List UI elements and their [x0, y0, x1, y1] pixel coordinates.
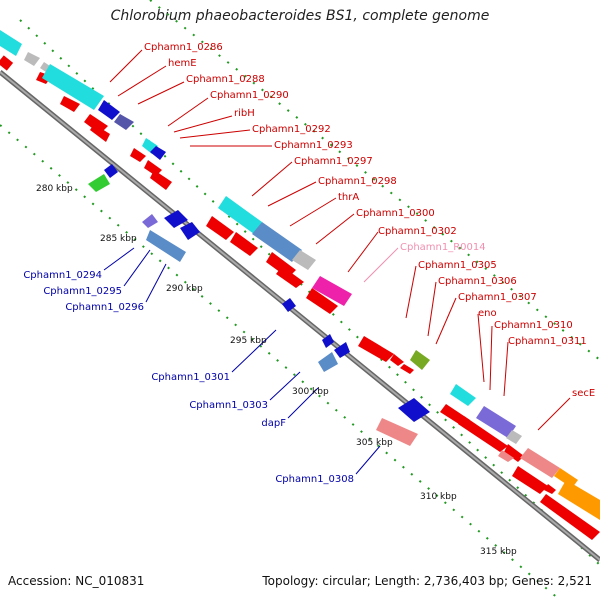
gene-label: Cphamn1_0296: [65, 302, 144, 313]
cds-feature: [358, 336, 394, 362]
cds-feature: [0, 55, 14, 71]
gene-label: Cphamn1_0306: [438, 276, 517, 287]
cds-feature: [150, 170, 172, 190]
gene-label: Cphamn1_0298: [318, 176, 397, 187]
forward-cog-track: [0, 30, 600, 520]
forward-gene-labels: Cphamn1_0286 hemE Cphamn1_0288 Cphamn1_0…: [144, 42, 595, 399]
tick-label: 300 kbp: [292, 387, 329, 397]
cog-feature: [252, 222, 302, 262]
cog-feature: [0, 30, 22, 56]
gene-label: Cphamn1_0308: [275, 474, 354, 485]
cog-feature: [24, 52, 40, 66]
gene-label: Cphamn1_0302: [378, 226, 457, 237]
cds-feature: [544, 484, 556, 494]
cds-feature: [398, 398, 430, 422]
cds-feature: [540, 494, 600, 540]
gene-label: ribH: [234, 108, 255, 119]
cds-feature: [88, 174, 110, 192]
gene-label: Cphamn1_0300: [356, 208, 435, 219]
cog-feature: [410, 350, 430, 370]
cds-feature: [390, 354, 404, 366]
gene-label: hemE: [168, 58, 197, 69]
gene-label: Cphamn1_0293: [274, 140, 353, 151]
cds-feature: [318, 352, 338, 372]
gene-label: Cphamn1_0295: [43, 286, 122, 297]
cds-feature: [512, 466, 548, 494]
cds-feature: [276, 266, 304, 288]
topology-label: Topology: circular; Length: 2,736,403 bp…: [262, 574, 592, 588]
cog-feature: [292, 250, 316, 270]
cog-feature: [218, 196, 262, 234]
gene-label: secE: [572, 388, 595, 399]
cds-feature: [282, 298, 296, 312]
gene-label: Cphamn1_0305: [418, 260, 497, 271]
cog-feature: [554, 468, 578, 488]
cog-feature: [42, 64, 104, 110]
cog-feature: [312, 276, 352, 306]
cog-feature: [450, 384, 476, 406]
gene-label: Cphamn1_R0014: [400, 242, 486, 253]
forward-cds-track: [0, 55, 600, 540]
tick-label: 310 kbp: [420, 492, 457, 502]
gene-label: eno: [478, 308, 497, 319]
cds-feature: [376, 418, 418, 446]
tick-labels: 280 kbp 285 kbp 290 kbp 295 kbp 300 kbp …: [36, 184, 517, 557]
accession-label: Accession: NC_010831: [8, 574, 145, 588]
cog-feature: [476, 406, 516, 438]
gene-label: thrA: [338, 192, 359, 203]
cog-feature: [150, 146, 166, 160]
tick-label: 305 kbp: [356, 438, 393, 448]
gene-label: Cphamn1_0288: [186, 74, 265, 85]
gene-label: Cphamn1_0294: [23, 270, 102, 281]
tick-label: 290 kbp: [166, 284, 203, 294]
cog-feature: [506, 430, 522, 444]
cog-feature: [520, 448, 560, 478]
cds-feature: [334, 342, 350, 358]
cds-feature: [104, 164, 118, 178]
tick-label: 280 kbp: [36, 184, 73, 194]
cds-feature: [504, 444, 524, 462]
tick-label: 285 kbp: [100, 234, 137, 244]
gene-label: Cphamn1_0311: [508, 336, 587, 347]
cds-feature: [144, 160, 162, 176]
cog-feature: [98, 100, 120, 120]
cds-feature: [142, 214, 158, 228]
cds-feature: [180, 222, 200, 240]
gene-label: Cphamn1_0303: [189, 400, 268, 411]
cds-feature: [306, 288, 338, 314]
reverse-cds-track: [88, 164, 430, 446]
gene-label: Cphamn1_0292: [252, 124, 331, 135]
gene-label: Cphamn1_0286: [144, 42, 223, 53]
cds-feature: [206, 216, 234, 240]
cds-feature: [458, 416, 508, 452]
gene-label: Cphamn1_0307: [458, 292, 537, 303]
gene-label: dapF: [261, 418, 286, 429]
cds-feature: [322, 334, 334, 348]
gene-label: Cphamn1_0297: [294, 156, 373, 167]
genome-backbone: [0, 70, 600, 562]
cds-feature: [90, 124, 110, 142]
reverse-gene-labels: Cphamn1_0294 Cphamn1_0295 Cphamn1_0296 C…: [23, 270, 354, 485]
cds-feature: [164, 210, 188, 228]
cog-feature: [498, 450, 514, 462]
tick-label: 315 kbp: [480, 547, 517, 557]
label-leader-lines: [103, 49, 571, 475]
cds-feature: [230, 232, 258, 256]
gene-label: Cphamn1_0290: [210, 90, 289, 101]
map-title: Chlorobium phaeobacteroides BS1, complet…: [110, 8, 490, 24]
cds-feature: [146, 230, 186, 262]
tick-label: 295 kbp: [230, 336, 267, 346]
cds-feature: [130, 148, 146, 162]
cog-feature: [114, 114, 134, 130]
gene-label: Cphamn1_0301: [151, 372, 230, 383]
cds-feature: [60, 96, 80, 112]
gene-label: Cphamn1_0310: [494, 320, 573, 331]
cds-feature: [400, 364, 414, 374]
cog-feature: [558, 480, 600, 520]
